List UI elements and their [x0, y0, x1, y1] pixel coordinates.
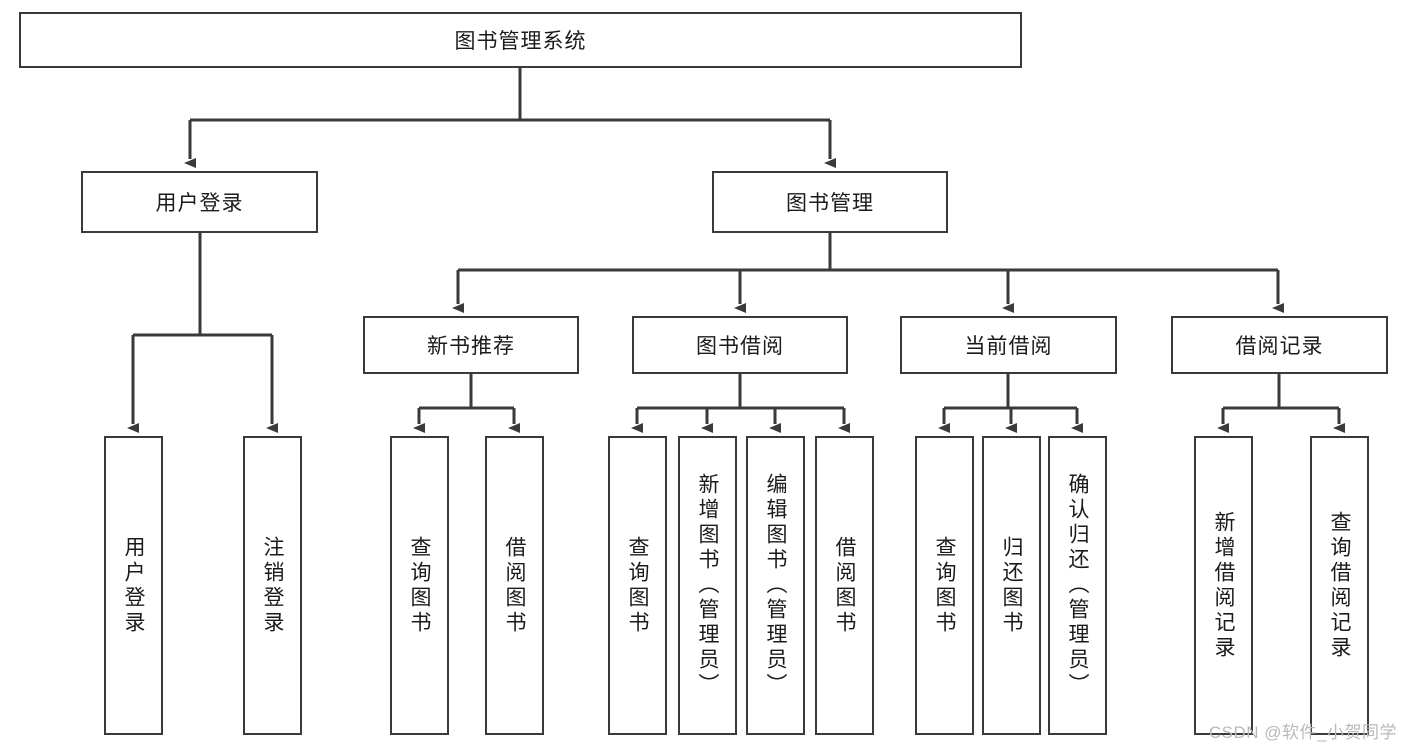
node-leaf-rec-borrow-label: 借阅图书 — [503, 535, 526, 636]
node-leaf-rec-query-label: 查询图书 — [408, 535, 431, 636]
node-book-manage-label: 图书管理 — [786, 192, 874, 215]
node-leaf-cur-query-label: 查询图书 — [933, 535, 956, 636]
node-leaf-rec-query-record-label: 查询借阅记录 — [1328, 510, 1351, 661]
node-leaf-cur-query[interactable]: 查询图书 — [915, 436, 974, 735]
node-root-label: 图书管理系统 — [454, 30, 587, 53]
node-leaf-borrow-add[interactable]: 新增图书（管理员） — [678, 436, 737, 735]
node-leaf-rec-query[interactable]: 查询图书 — [390, 436, 449, 735]
node-new-book-rec-label: 新书推荐 — [427, 335, 515, 358]
node-book-borrow-label: 图书借阅 — [696, 335, 784, 358]
node-user-login-label: 用户登录 — [155, 192, 244, 215]
node-current-borrow-label: 当前借阅 — [964, 335, 1053, 358]
node-borrow-record[interactable]: 借阅记录 — [1171, 316, 1388, 374]
node-leaf-borrow-edit[interactable]: 编辑图书（管理员） — [746, 436, 805, 735]
node-leaf-user-logout[interactable]: 注销登录 — [243, 436, 302, 735]
node-leaf-borrow-borrow[interactable]: 借阅图书 — [815, 436, 874, 735]
node-leaf-rec-add-label: 新增借阅记录 — [1212, 510, 1235, 661]
node-leaf-cur-confirm[interactable]: 确认归还（管理员） — [1048, 436, 1107, 735]
node-leaf-borrow-query-label: 查询图书 — [626, 535, 649, 636]
node-root[interactable]: 图书管理系统 — [19, 12, 1022, 68]
node-leaf-cur-return[interactable]: 归还图书 — [982, 436, 1041, 735]
node-leaf-cur-confirm-label: 确认归还（管理员） — [1066, 473, 1089, 698]
csdn-watermark: CSDN @软件_小贺同学 — [1208, 723, 1397, 742]
node-leaf-cur-return-label: 归还图书 — [1000, 535, 1023, 636]
node-leaf-rec-borrow[interactable]: 借阅图书 — [485, 436, 544, 735]
node-leaf-borrow-borrow-label: 借阅图书 — [833, 535, 856, 636]
node-new-book-rec[interactable]: 新书推荐 — [363, 316, 579, 374]
node-leaf-borrow-query[interactable]: 查询图书 — [608, 436, 667, 735]
node-book-borrow[interactable]: 图书借阅 — [632, 316, 848, 374]
node-leaf-user-login-label: 用户登录 — [122, 535, 145, 636]
node-current-borrow[interactable]: 当前借阅 — [900, 316, 1117, 374]
node-leaf-borrow-edit-label: 编辑图书（管理员） — [764, 473, 787, 698]
node-leaf-rec-add[interactable]: 新增借阅记录 — [1194, 436, 1253, 735]
node-borrow-record-label: 借阅记录 — [1235, 335, 1324, 358]
node-leaf-rec-query-record[interactable]: 查询借阅记录 — [1310, 436, 1369, 735]
node-leaf-user-login[interactable]: 用户登录 — [104, 436, 163, 735]
node-book-manage[interactable]: 图书管理 — [712, 171, 948, 233]
node-leaf-borrow-add-label: 新增图书（管理员） — [696, 473, 719, 698]
node-user-login[interactable]: 用户登录 — [81, 171, 318, 233]
node-leaf-user-logout-label: 注销登录 — [261, 535, 284, 636]
